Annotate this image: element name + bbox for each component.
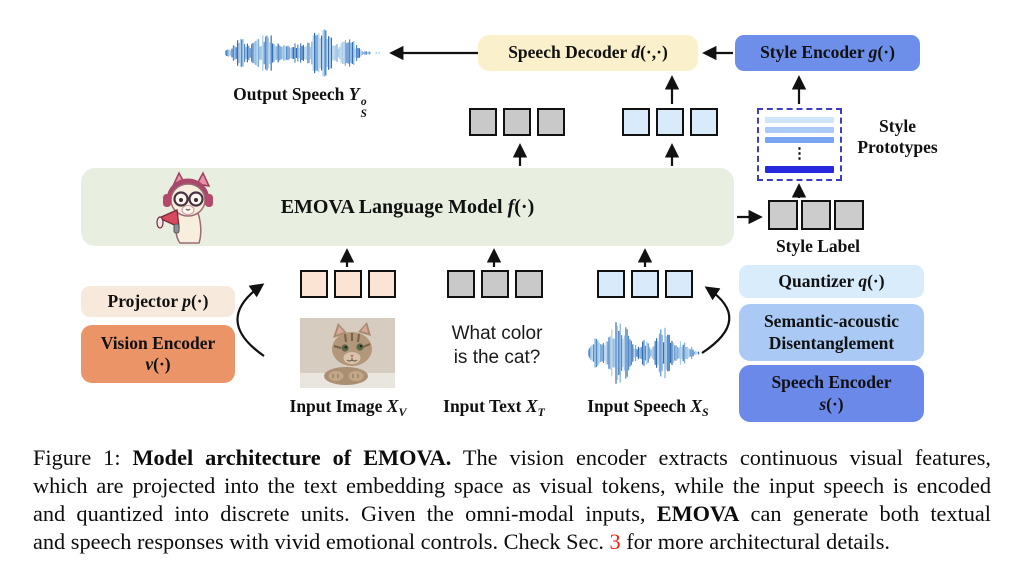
token-square [503, 108, 531, 136]
output-speech-waveform [225, 29, 380, 77]
token-square [469, 108, 497, 136]
speech-unit-tokens [597, 270, 693, 298]
projector-label: Projector p(·) [107, 290, 209, 311]
token-square [368, 270, 396, 298]
projector-box: Projector p(·) [81, 286, 235, 317]
quantizer-label: Quantizer q(·) [778, 270, 885, 291]
caption-line: which are projected into the text embedd… [33, 473, 991, 498]
prototype-bar [765, 136, 834, 144]
token-square [665, 270, 693, 298]
input-image-label: Input Image XV [289, 396, 407, 419]
style-prototypes-label: Style Prototypes [857, 116, 938, 157]
token-square [834, 200, 864, 230]
token-square [481, 270, 509, 298]
output-text-tokens [469, 108, 565, 136]
vertical-ellipsis: ⋮ [792, 146, 807, 163]
cat-photo [300, 318, 395, 388]
text-tokens [447, 270, 543, 298]
style-label-tokens [768, 200, 864, 230]
token-square [631, 270, 659, 298]
llama-mascot-icon [156, 171, 213, 244]
token-square [690, 108, 718, 136]
input-speech-label: Input Speech XS [587, 396, 709, 419]
token-square [656, 108, 684, 136]
input-text-label: Input Text XT [443, 396, 545, 419]
token-square [300, 270, 328, 298]
prototype-bar [765, 126, 834, 133]
token-square [334, 270, 362, 298]
vision-to-tokens-curved-arrow [236, 283, 265, 357]
style-encoder-label: Style Encoder g(·) [760, 42, 895, 63]
token-square [801, 200, 831, 230]
language-model-box: EMOVA Language Model f(·) [81, 168, 734, 246]
token-square [622, 108, 650, 136]
style-encoder-box: Style Encoder g(·) [735, 35, 920, 71]
token-square [597, 270, 625, 298]
figure-caption: Figure 1: Model architecture of EMOVA. T… [33, 444, 991, 556]
language-model-label: EMOVA Language Model f(·) [280, 195, 535, 218]
quantizer-box: Quantizer q(·) [739, 265, 924, 298]
input-question-text: What color is the cat? [451, 323, 543, 368]
output-speech-unit-tokens [622, 108, 718, 136]
speech-to-tokens-curved-arrow [701, 286, 731, 354]
prototype-bar [765, 117, 834, 123]
token-square [537, 108, 565, 136]
token-square [768, 200, 798, 230]
style-label-text: Style Label [775, 236, 861, 256]
caption-line: and quantized into discrete units. Given… [33, 501, 991, 526]
input-speech-waveform [588, 322, 700, 384]
speech-decoder-box: Speech Decoder d(·,·) [478, 35, 698, 71]
caption-line: and speech responses with vivid emotiona… [33, 529, 890, 554]
speech-decoder-label: Speech Decoder d(·,·) [508, 42, 668, 63]
token-square [515, 270, 543, 298]
token-square [447, 270, 475, 298]
image-tokens [300, 270, 396, 298]
prototype-bar [765, 166, 834, 173]
caption-line: Figure 1: Model architecture of EMOVA. T… [33, 445, 991, 470]
style-prototypes-box: ⋮ [757, 108, 842, 181]
